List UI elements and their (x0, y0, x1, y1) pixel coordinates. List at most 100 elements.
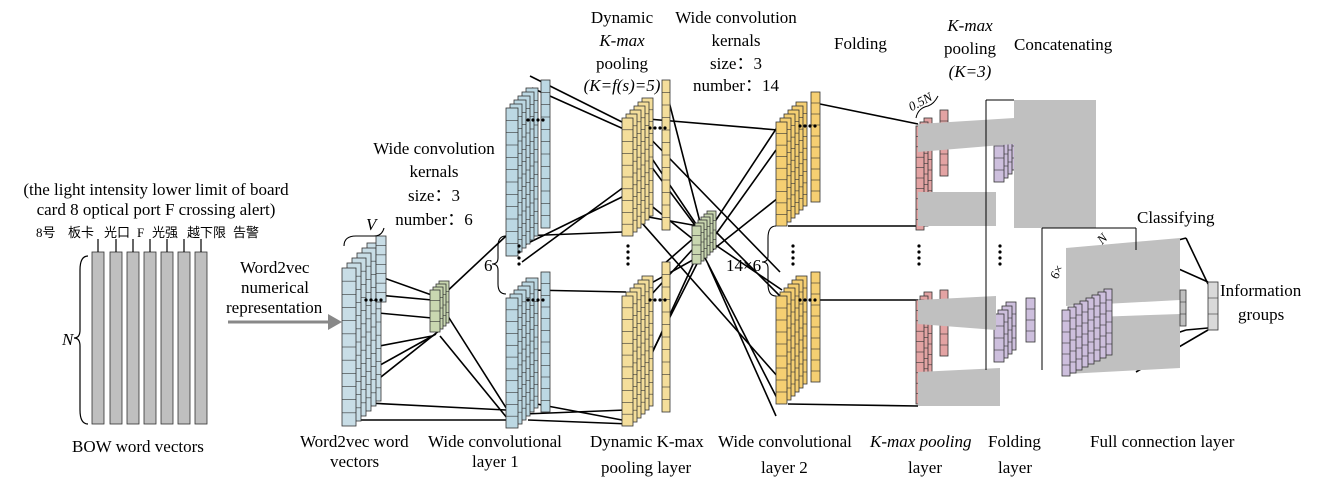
arrow-label-3: representation (226, 298, 323, 317)
fc-bottom-label: Full connection layer (1090, 432, 1235, 451)
pool1-dots-top (648, 126, 667, 130)
folding-title: Folding (834, 34, 887, 53)
connection-34 (713, 229, 787, 303)
pool1-side-top (661, 79, 671, 231)
six-brace (491, 235, 507, 295)
conv1-stack-bot (505, 277, 539, 429)
conv2-title-1: Wide convolution (675, 8, 797, 27)
conv2-bottom-2: layer 2 (761, 458, 808, 477)
connection-19 (521, 183, 629, 263)
conv2-title-2: kernals (711, 31, 761, 50)
folding2-bottom-2: layer (998, 458, 1032, 477)
arrow-label-1: Word2vec (240, 258, 310, 277)
bow-vector-3 (143, 251, 157, 425)
arrow-label-2: numerical (241, 278, 309, 297)
w2v-stack (341, 242, 382, 427)
annotations (73, 95, 1137, 425)
conv1-stack-top (505, 87, 539, 257)
bow-vector-6 (194, 251, 208, 425)
pool2-stack-bot (993, 301, 1017, 363)
v-brace (343, 227, 385, 247)
pool1-title-4: (K=f(s)=5) (583, 76, 661, 95)
conv2-title-3: size：3 (710, 54, 762, 73)
connection-29 (663, 235, 697, 265)
pool1-stack-top-col-0 (621, 117, 634, 237)
bow-vector-0 (91, 251, 105, 425)
conv2-stack-top-col-0 (775, 121, 788, 227)
w2v-stack-col-0 (341, 267, 357, 427)
conv1-side-bot (540, 271, 551, 413)
w2v-bottom-2: vectors (330, 452, 380, 471)
folding2-bottom-1: Folding (988, 432, 1041, 451)
w2v-dots (364, 298, 383, 302)
classify-title: Classifying (1137, 208, 1215, 227)
connection-28 (665, 89, 701, 223)
token-6: 越下限 (187, 225, 227, 240)
output-column (1207, 281, 1219, 331)
pool2-title-3: (K=3) (948, 62, 992, 81)
connection-43 (787, 403, 919, 407)
conv1-bottom-1: Wide convolutional (428, 432, 562, 451)
fc-gray-band-3 (918, 296, 996, 330)
connection-35 (707, 239, 783, 291)
bow-vector-4 (160, 251, 174, 425)
conv1-title-2: kernals (409, 162, 459, 181)
conv2-kernel (691, 210, 717, 265)
pool1-side-bot (661, 261, 671, 413)
conv1-dots-bot (526, 298, 545, 302)
n-brace (73, 255, 89, 425)
connection-7 (443, 309, 511, 415)
conv2-dots-top (798, 124, 817, 128)
w2v-side-col (375, 235, 387, 303)
connection-47 (1185, 327, 1209, 331)
token-2: 板卡 (68, 225, 95, 240)
pool1-title-2: K-max (599, 31, 645, 50)
pool2-title-2: pooling (944, 39, 996, 58)
pool1-vdots (626, 244, 630, 266)
input-n-label: N (62, 330, 74, 349)
conv2-kernel-col-0 (691, 225, 702, 265)
conv1-stack-bot-col-0 (505, 297, 519, 429)
conv1-title-3: size：3 (408, 186, 460, 205)
fc-stack (1061, 288, 1113, 377)
fc-gray-top (1014, 100, 1096, 228)
token-5: 光强 (152, 225, 179, 240)
fc-stack-col-0 (1061, 309, 1071, 377)
connection-18 (527, 419, 631, 425)
connection-14 (517, 195, 625, 249)
w2v-v-label: V (366, 215, 377, 234)
fc-gray-band-5 (1066, 238, 1180, 306)
conv2-stack-bot (775, 275, 808, 405)
layer-blocks (91, 79, 1219, 429)
connection-37 (635, 117, 779, 131)
w2v-arrow-head (328, 314, 342, 330)
connection-36 (709, 197, 779, 253)
conv1-title-1: Wide convolution (373, 139, 495, 158)
fourteen-brace (761, 225, 777, 297)
token-4: F (137, 225, 145, 240)
conv2-14x6-label: 14×6 (726, 256, 762, 275)
connection-40 (819, 103, 919, 125)
conv1-bottom-2: layer 1 (472, 452, 519, 471)
bow-vector-1 (109, 251, 123, 425)
pool1-bottom-1: Dynamic K-max (590, 432, 704, 451)
conv1-kernel-col-0 (429, 289, 441, 333)
conv2-dots-bot (798, 298, 817, 302)
conv2-vdots (791, 244, 795, 266)
connection-30 (711, 125, 779, 227)
connection-46 (1185, 237, 1209, 285)
bow-vector-5 (177, 251, 191, 425)
pool1-stack-bot-col-0 (621, 295, 634, 427)
conv1-vdots (517, 244, 521, 266)
conv2-stack-top (775, 101, 808, 227)
token-7: 告警 (233, 225, 260, 240)
conv2-side-top (810, 91, 821, 203)
input-caption-line1: (the light intensity lower limit of boar… (23, 180, 289, 199)
conv1-dots-top (526, 118, 545, 122)
output-label-2: groups (1238, 305, 1285, 324)
connection-32 (703, 255, 781, 405)
bow-vector-2 (126, 251, 140, 425)
connection-31 (715, 149, 777, 235)
connection-17 (523, 409, 627, 415)
